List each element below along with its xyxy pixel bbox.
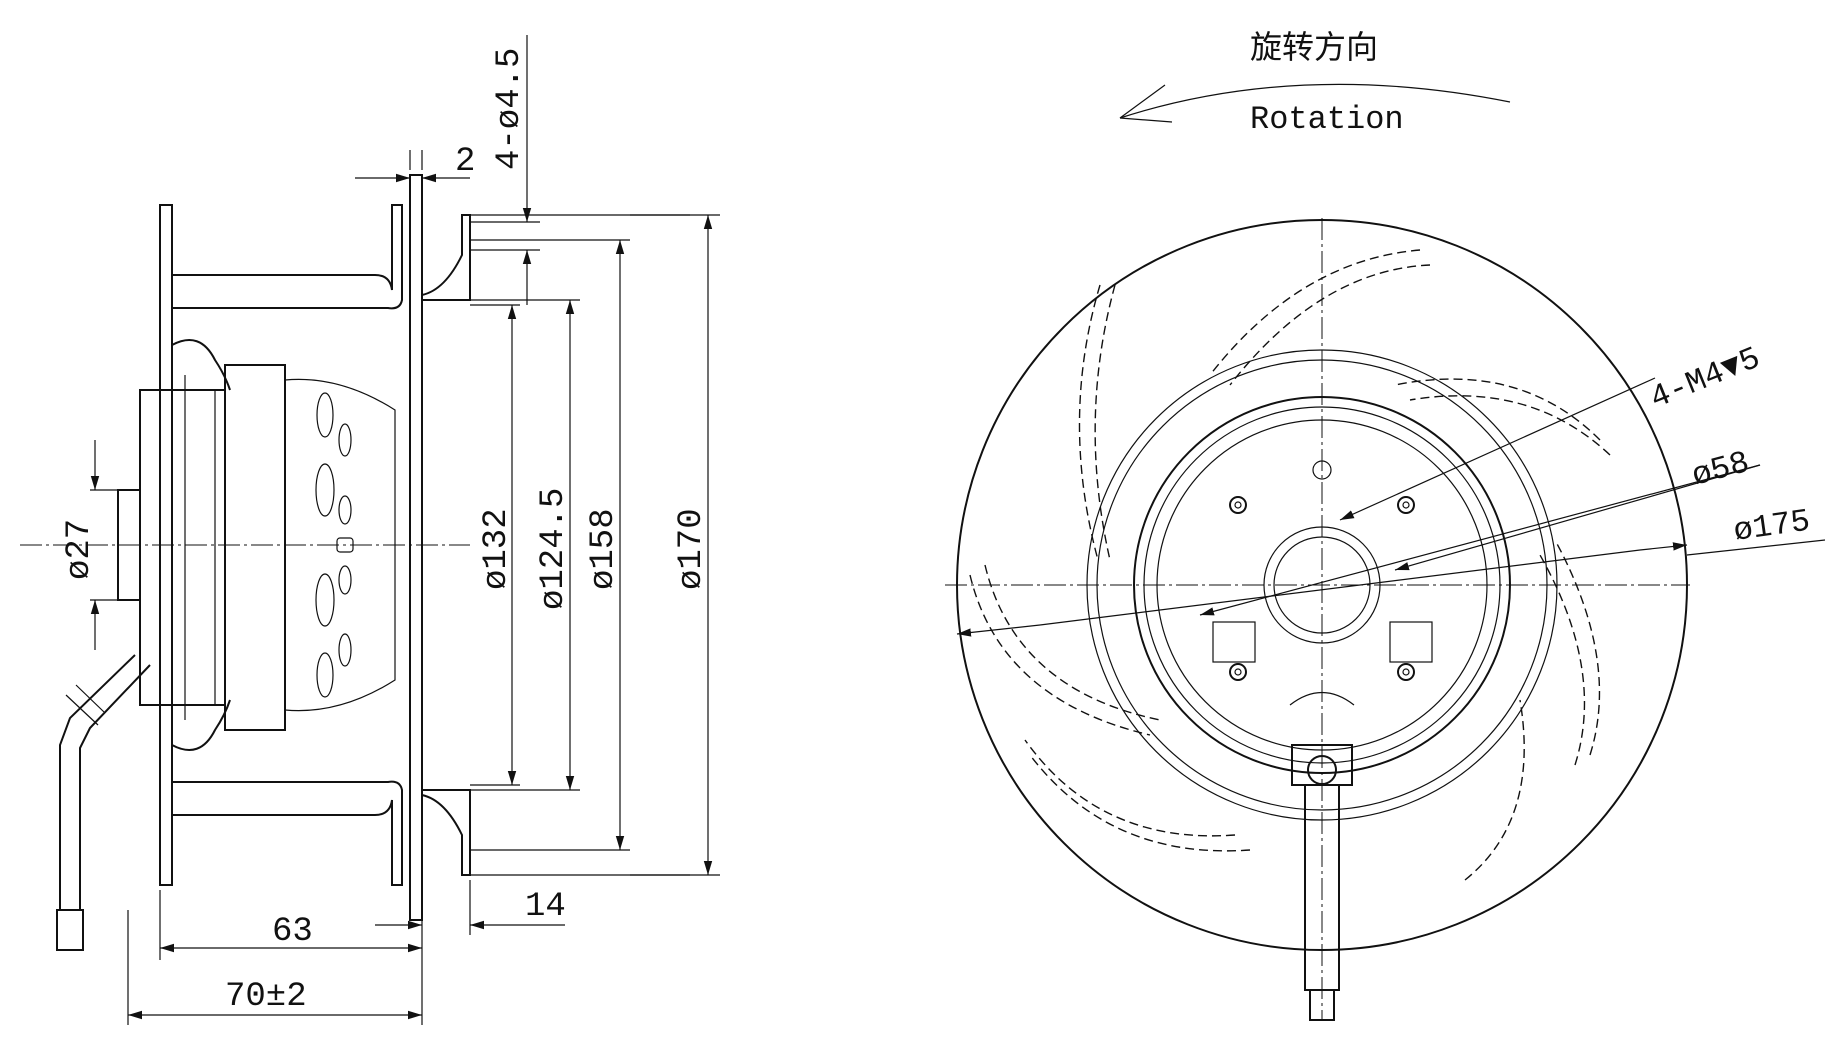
wheel-outer: [956, 219, 1688, 951]
cable-front-end: [1309, 989, 1335, 1021]
cable-outer: [59, 654, 136, 910]
dim-hub: ø27: [61, 519, 99, 580]
cable-end: [56, 909, 84, 951]
motor-stator: [224, 364, 286, 731]
pad-right: [1389, 621, 1433, 663]
mounting-flange: [409, 174, 423, 921]
motor-housing: [1133, 396, 1511, 774]
hub-stub: [117, 489, 141, 601]
hub-outer: [1263, 526, 1381, 644]
rotation-arrow: [1119, 83, 1511, 119]
leader-threads: [1339, 377, 1656, 521]
cone-bottom: [171, 699, 231, 751]
front-view: 旋转方向 Rotation: [945, 28, 1826, 1021]
motor-vent-slots: [284, 378, 396, 712]
dim-overall-length: 70±2: [225, 978, 307, 1016]
fan-blades: [969, 249, 1611, 881]
mount-holes: [1229, 460, 1415, 681]
dim-inlet: ø132: [478, 508, 516, 590]
rotation-label-en: Rotation: [1250, 101, 1404, 138]
hub-inner: [1273, 536, 1371, 634]
upper-strut: [172, 204, 403, 310]
cone-top: [171, 339, 231, 391]
lower-strut: [172, 780, 403, 886]
cable-inner: [79, 664, 151, 910]
label-arc: [1289, 692, 1355, 706]
dim-threads: 4-M4▼5: [1645, 340, 1766, 417]
top-hole: [1312, 460, 1332, 480]
dim-ring: ø124.5: [535, 488, 573, 610]
dim-hole: 4-ø4.5: [491, 48, 529, 170]
inlet-ring: [1086, 349, 1558, 821]
motor-rotor: [139, 389, 226, 706]
dim-depth: 63: [272, 913, 313, 951]
inlet-lip-bottom: [421, 789, 471, 876]
rotation-label-cn: 旋转方向: [1250, 28, 1378, 66]
side-view: 2 4-ø4.5 ø132 ø124.5 ø158 ø170: [20, 35, 720, 1025]
dim-bolt-circle: ø58: [1688, 444, 1753, 495]
dim-wheel: ø158: [585, 508, 623, 590]
dim-flange-thickness: 2: [455, 143, 475, 181]
back-plate: [159, 204, 173, 886]
inlet-lip-top: [421, 214, 471, 301]
pad-left: [1212, 621, 1256, 663]
dim-inlet-depth: 14: [525, 888, 566, 926]
rotation-arrowhead: [1119, 84, 1173, 123]
dim-outer: ø170: [673, 508, 711, 590]
